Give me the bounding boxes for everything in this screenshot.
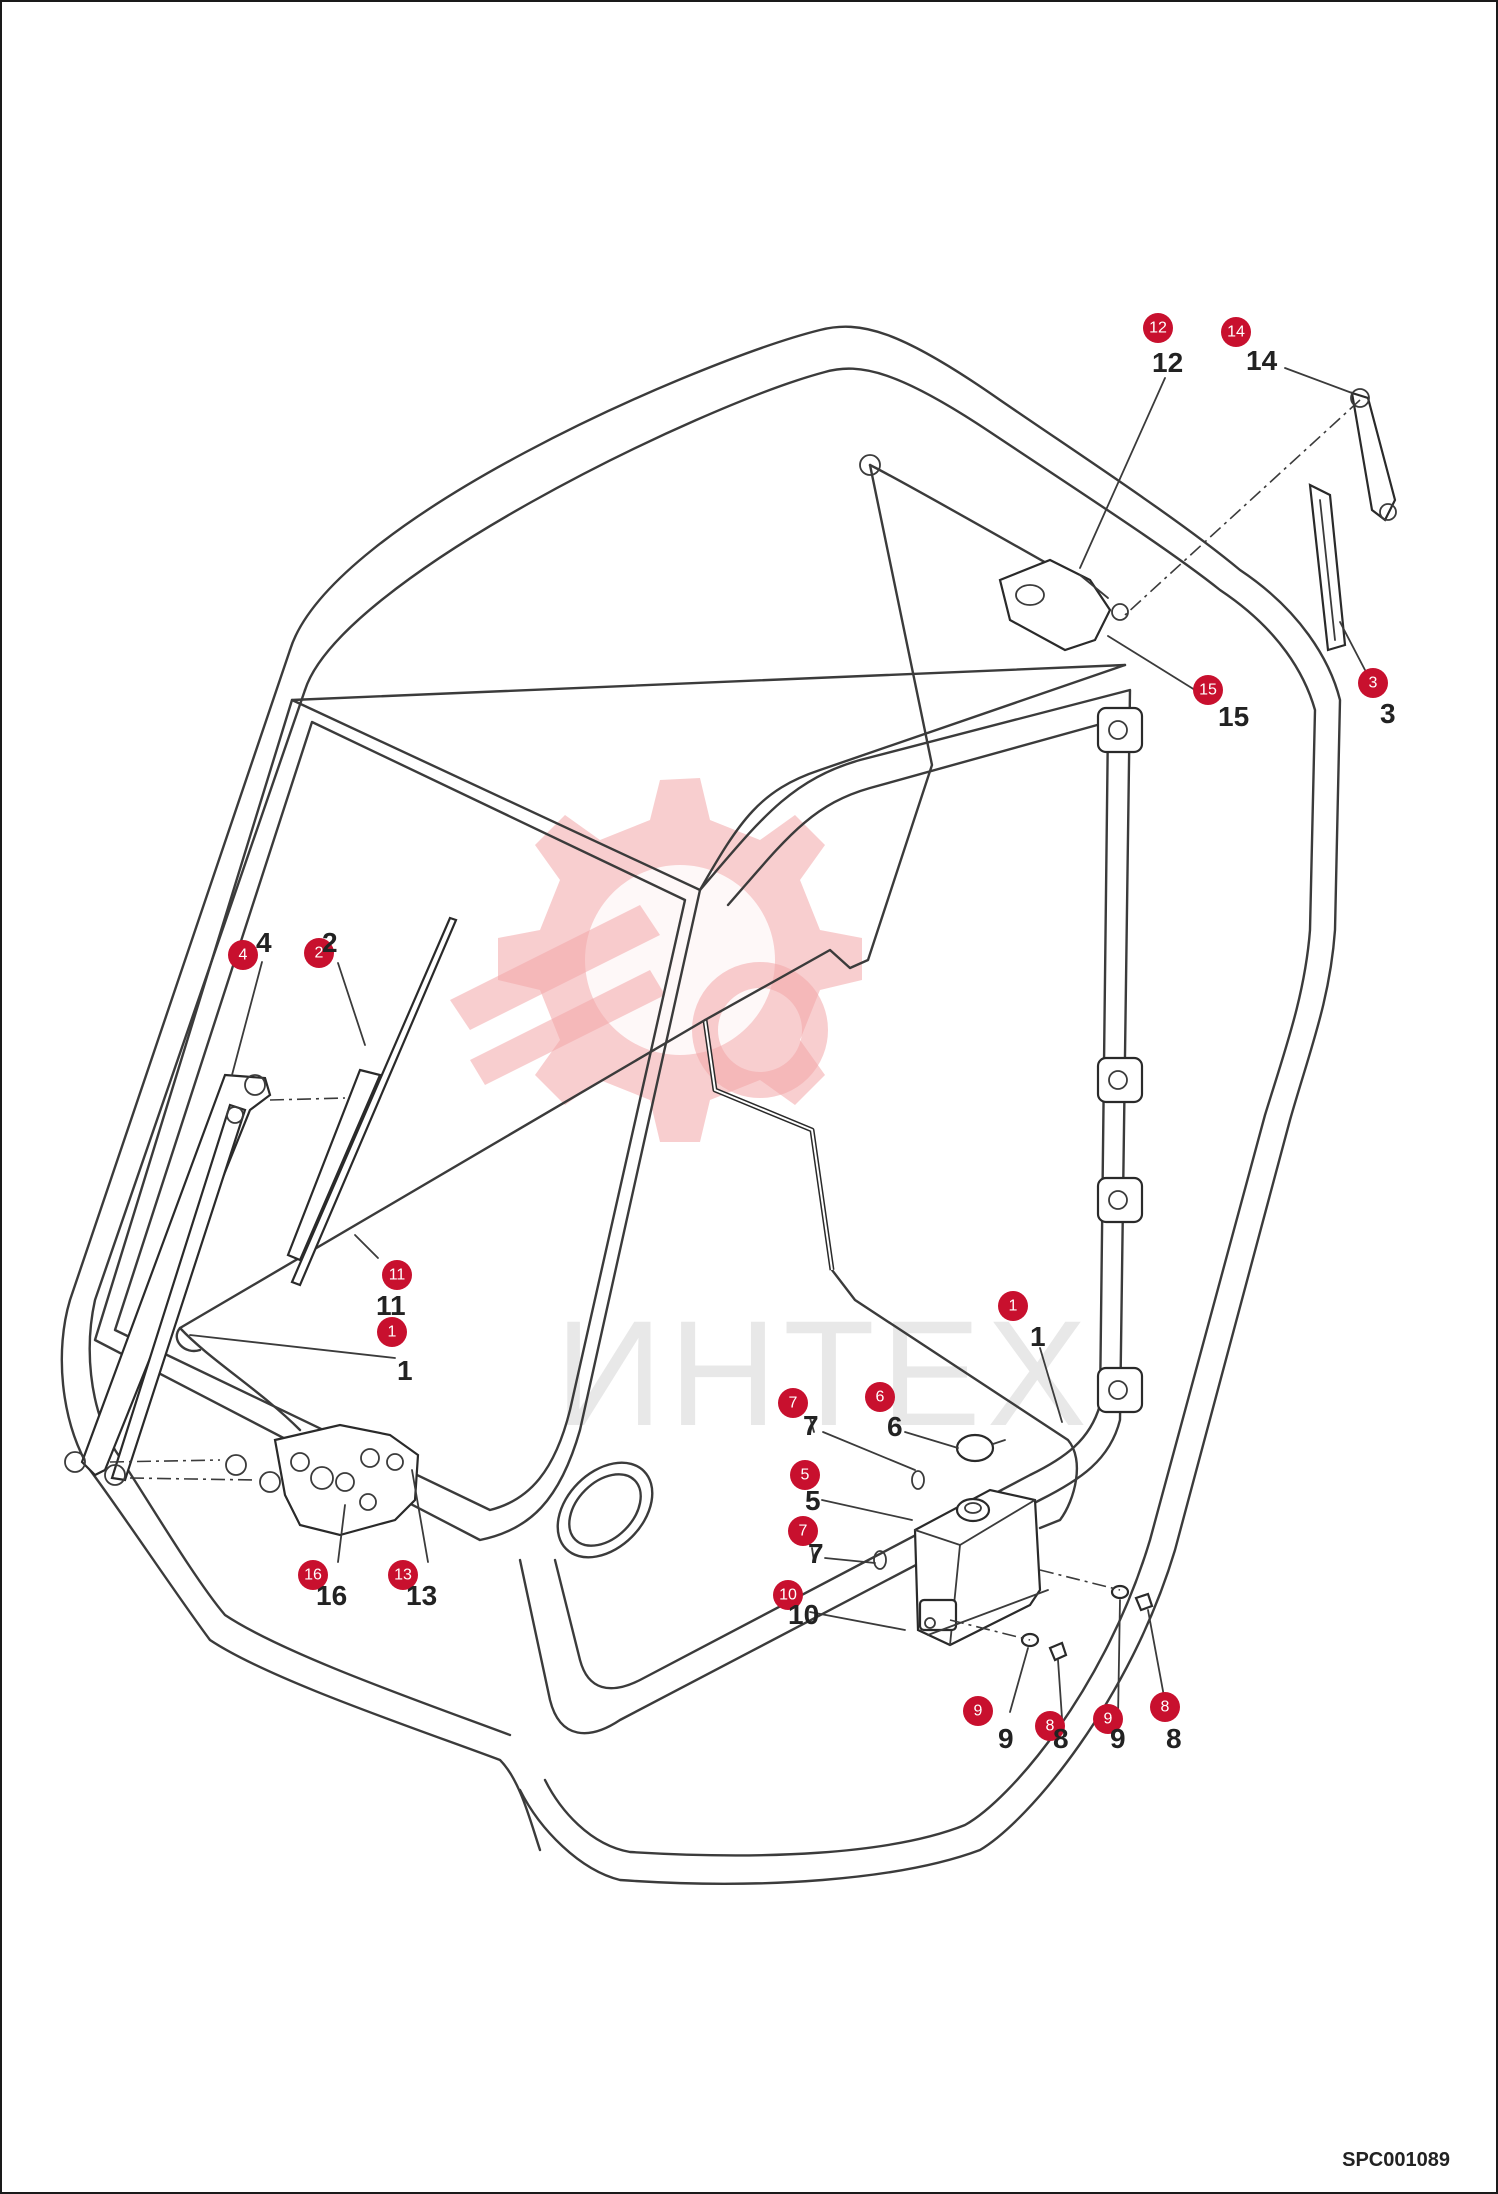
callout-7-lower: 7 7	[788, 1516, 824, 1569]
callout-13-number: 13	[406, 1580, 437, 1611]
callout-11-number: 11	[376, 1290, 406, 1321]
callout-8-right-number: 8	[1166, 1723, 1182, 1754]
callout-3: 3 3	[1358, 668, 1396, 729]
callout-1-front-badge: 1	[388, 1324, 397, 1341]
callout-4-number: 4	[256, 927, 272, 958]
callout-6: 6 6	[865, 1382, 903, 1442]
callout-10-badge: 10	[779, 1587, 797, 1604]
callout-16-number: 16	[316, 1580, 347, 1611]
washer-hose	[175, 454, 1087, 1530]
callout-4-badge: 4	[239, 947, 248, 964]
callout-12: 12 12	[1143, 313, 1183, 378]
callout-15: 15 15	[1193, 675, 1249, 732]
callout-15-badge: 15	[1199, 682, 1217, 699]
callout-1-front-number: 1	[397, 1355, 413, 1386]
callout-9-right: 9 9	[1093, 1704, 1126, 1754]
front-wiper-arm	[64, 1073, 272, 1486]
callout-14: 14 14	[1221, 317, 1278, 376]
hose-ring-7b	[873, 1550, 887, 1570]
callout-9-left-number: 9	[998, 1723, 1014, 1754]
callout-9-left-badge: 9	[974, 1703, 983, 1720]
callout-16-badge: 16	[304, 1567, 322, 1584]
cab-outline	[60, 325, 1342, 1885]
callout-2-number: 2	[322, 927, 338, 958]
callout-10-number: 10	[788, 1599, 819, 1630]
callout-9-right-badge: 9	[1104, 1711, 1113, 1728]
callout-8-right: 8 8	[1150, 1692, 1182, 1754]
callout-7-upper-badge: 7	[789, 1395, 798, 1412]
clamp-7a	[809, 1417, 815, 1433]
rear-wiper-arm	[1350, 388, 1397, 522]
callout-3-number: 3	[1380, 698, 1396, 729]
callout-2: 2 2	[304, 927, 338, 968]
callout-8-left-badge: 8	[1046, 1718, 1055, 1735]
callout-9-right-number: 9	[1110, 1723, 1126, 1754]
callout-6-number: 6	[887, 1411, 903, 1442]
callout-2-badge: 2	[315, 945, 324, 962]
front-wiper-motor	[273, 1423, 420, 1537]
callout-6-badge: 6	[876, 1389, 885, 1406]
callout-5-badge: 5	[801, 1467, 810, 1484]
callout-12-number: 12	[1152, 347, 1183, 378]
clamp-7b	[811, 1547, 815, 1562]
hose-ring-5	[911, 1470, 925, 1490]
callout-7-lower-badge: 7	[799, 1523, 808, 1540]
callout-7-upper-number: 7	[803, 1410, 819, 1441]
callout-9-left: 9 9	[963, 1696, 1014, 1754]
watermark-text: ИНТЕХ	[555, 1289, 1093, 1457]
callout-14-badge: 14	[1227, 324, 1245, 341]
callout-10: 10 10	[773, 1580, 819, 1630]
callout-8-right-badge: 8	[1161, 1699, 1170, 1716]
callout-1-door: 1 1	[998, 1291, 1046, 1352]
callout-5: 5 5	[790, 1460, 821, 1516]
rear-wiper-blade	[1308, 483, 1347, 652]
drawing-code: SPC001089	[1342, 2149, 1450, 2171]
callout-11: 11 11	[376, 1260, 412, 1321]
callout-1-door-badge: 1	[1009, 1298, 1018, 1315]
callout-15-number: 15	[1218, 701, 1249, 732]
callout-13-badge: 13	[394, 1567, 412, 1584]
fasteners	[1020, 1584, 1154, 1662]
washer-tank	[913, 1488, 1042, 1647]
callout-8-left: 8 8	[1035, 1711, 1069, 1754]
callout-14-number: 14	[1246, 345, 1278, 376]
callout-11-badge: 11	[389, 1267, 406, 1284]
callout-1-door-number: 1	[1030, 1321, 1046, 1352]
callout-7-lower-number: 7	[808, 1538, 824, 1569]
callout-12-badge: 12	[1149, 320, 1167, 337]
callout-16: 16 16	[298, 1560, 347, 1611]
callout-4: 4 4	[228, 927, 272, 970]
callout-13: 13 13	[388, 1560, 437, 1611]
callout-5-number: 5	[805, 1485, 821, 1516]
front-wiper-blade	[286, 916, 458, 1287]
callout-3-badge: 3	[1369, 675, 1378, 692]
rear-wiper-motor	[998, 558, 1129, 652]
callout-1-front: 1 1	[377, 1317, 413, 1386]
callout-8-left-number: 8	[1053, 1723, 1069, 1754]
watermark-gear-logo	[450, 778, 862, 1142]
callout-7-upper: 7 7	[778, 1388, 819, 1441]
